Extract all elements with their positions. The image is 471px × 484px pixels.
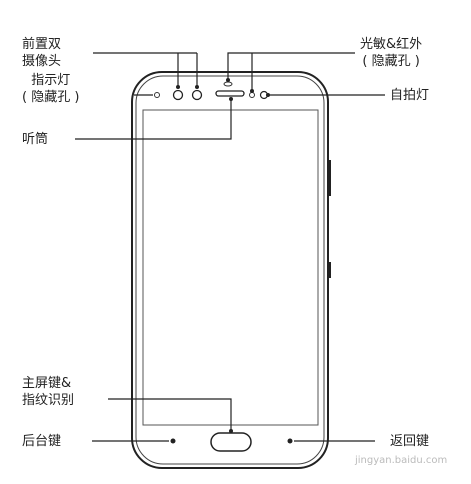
front-camera-right <box>191 89 203 101</box>
front-camera-left <box>172 89 184 101</box>
label-back-key: 返回键 <box>390 434 430 449</box>
dot-selfie-flash <box>266 93 270 97</box>
dot-sensor <box>250 89 254 93</box>
label-front-camera-line1: 前置双 <box>22 37 62 52</box>
label-home-line2: 指纹识别 <box>22 393 75 408</box>
label-light-sensor: 光敏&红外 ( 隐藏孔 ) <box>360 36 422 70</box>
label-recent-key: 后台键 <box>22 434 62 449</box>
label-indicator: 指示灯 ( 隐藏孔 ) <box>22 72 79 106</box>
watermark: jingyan.baidu.com <box>355 455 448 466</box>
leader-earpiece <box>75 99 232 140</box>
dot-front-camera-left <box>176 85 180 89</box>
leader-lines <box>75 52 385 442</box>
earpiece-slot <box>215 90 245 97</box>
label-light-sensor-line2: ( 隐藏孔 ) <box>362 54 420 69</box>
indicator-hole <box>154 92 160 98</box>
dot-home <box>229 429 233 433</box>
side-button-lower <box>328 262 331 278</box>
side-button-upper <box>328 160 331 196</box>
dot-light-sensor <box>226 78 230 82</box>
label-front-camera-line2: 摄像头 <box>22 54 62 69</box>
label-indicator-line1: 指示灯 <box>31 73 71 88</box>
phone-inner-edge <box>135 75 325 465</box>
label-earpiece: 听筒 <box>22 132 49 147</box>
dot-earpiece <box>229 97 233 101</box>
home-button <box>210 432 252 452</box>
label-home-line1: 主屏键& <box>22 376 72 391</box>
leader-light-sensor <box>227 52 355 91</box>
leader-end-dots <box>176 78 270 433</box>
light-sensor-hole <box>223 81 233 87</box>
label-indicator-line2: ( 隐藏孔 ) <box>22 90 80 105</box>
leader-front-camera <box>93 52 198 87</box>
dot-front-camera-right <box>195 85 199 89</box>
label-selfie-flash: 自拍灯 <box>390 88 430 103</box>
back-key-dot <box>287 438 293 444</box>
phone-outline <box>131 71 329 469</box>
recent-key-dot <box>170 438 176 444</box>
label-front-camera: 前置双 摄像头 <box>22 36 61 70</box>
label-home: 主屏键& 指纹识别 <box>22 375 74 409</box>
leader-home <box>108 398 232 431</box>
label-light-sensor-line1: 光敏&红外 <box>360 37 423 52</box>
sensor-hole <box>249 92 255 98</box>
